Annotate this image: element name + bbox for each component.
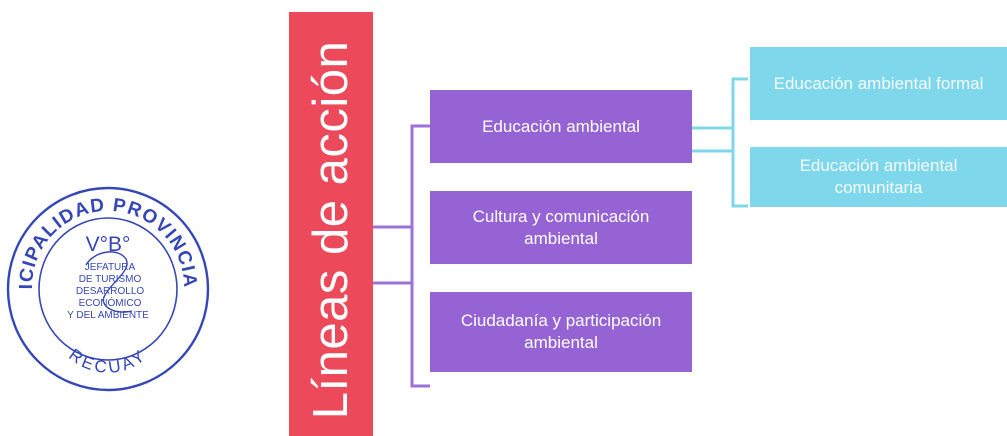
official-stamp: MUNICIPALIDAD PROVINCIAL DE RECUAY V°B° … — [0, 165, 210, 392]
stamp-inner-line-3: DESARROLLO — [76, 286, 145, 297]
stamp-vb: V°B° — [86, 233, 131, 256]
stamp-inner-ring — [38, 217, 178, 361]
level2-connector — [692, 77, 748, 208]
stamp-inner-line-2: DE TURISMO — [79, 274, 142, 285]
level1-connector — [373, 124, 430, 388]
line-box-cultura-comunicacion: Cultura y comunicación ambiental — [430, 191, 692, 264]
stamp-inner-line-4: ECONÓMICO — [79, 296, 142, 309]
subline-box-educacion-formal: Educación ambiental formal — [750, 47, 1007, 120]
stamp-inner-line-5: Y DEL AMBIENTE — [67, 310, 149, 321]
subline-box-educacion-comunitaria: Educación ambiental comunitaria — [750, 147, 1007, 207]
line-box-educacion-ambiental: Educación ambiental — [430, 90, 692, 163]
title-bar: Líneas de acción — [289, 12, 373, 436]
stamp-inner-line-1: JEFATURA — [85, 262, 136, 273]
line-box-ciudadania-participacion: Ciudadanía y participación ambiental — [430, 292, 692, 372]
stamp-signature — [85, 251, 133, 313]
stamp-outer-ring — [6, 186, 210, 392]
